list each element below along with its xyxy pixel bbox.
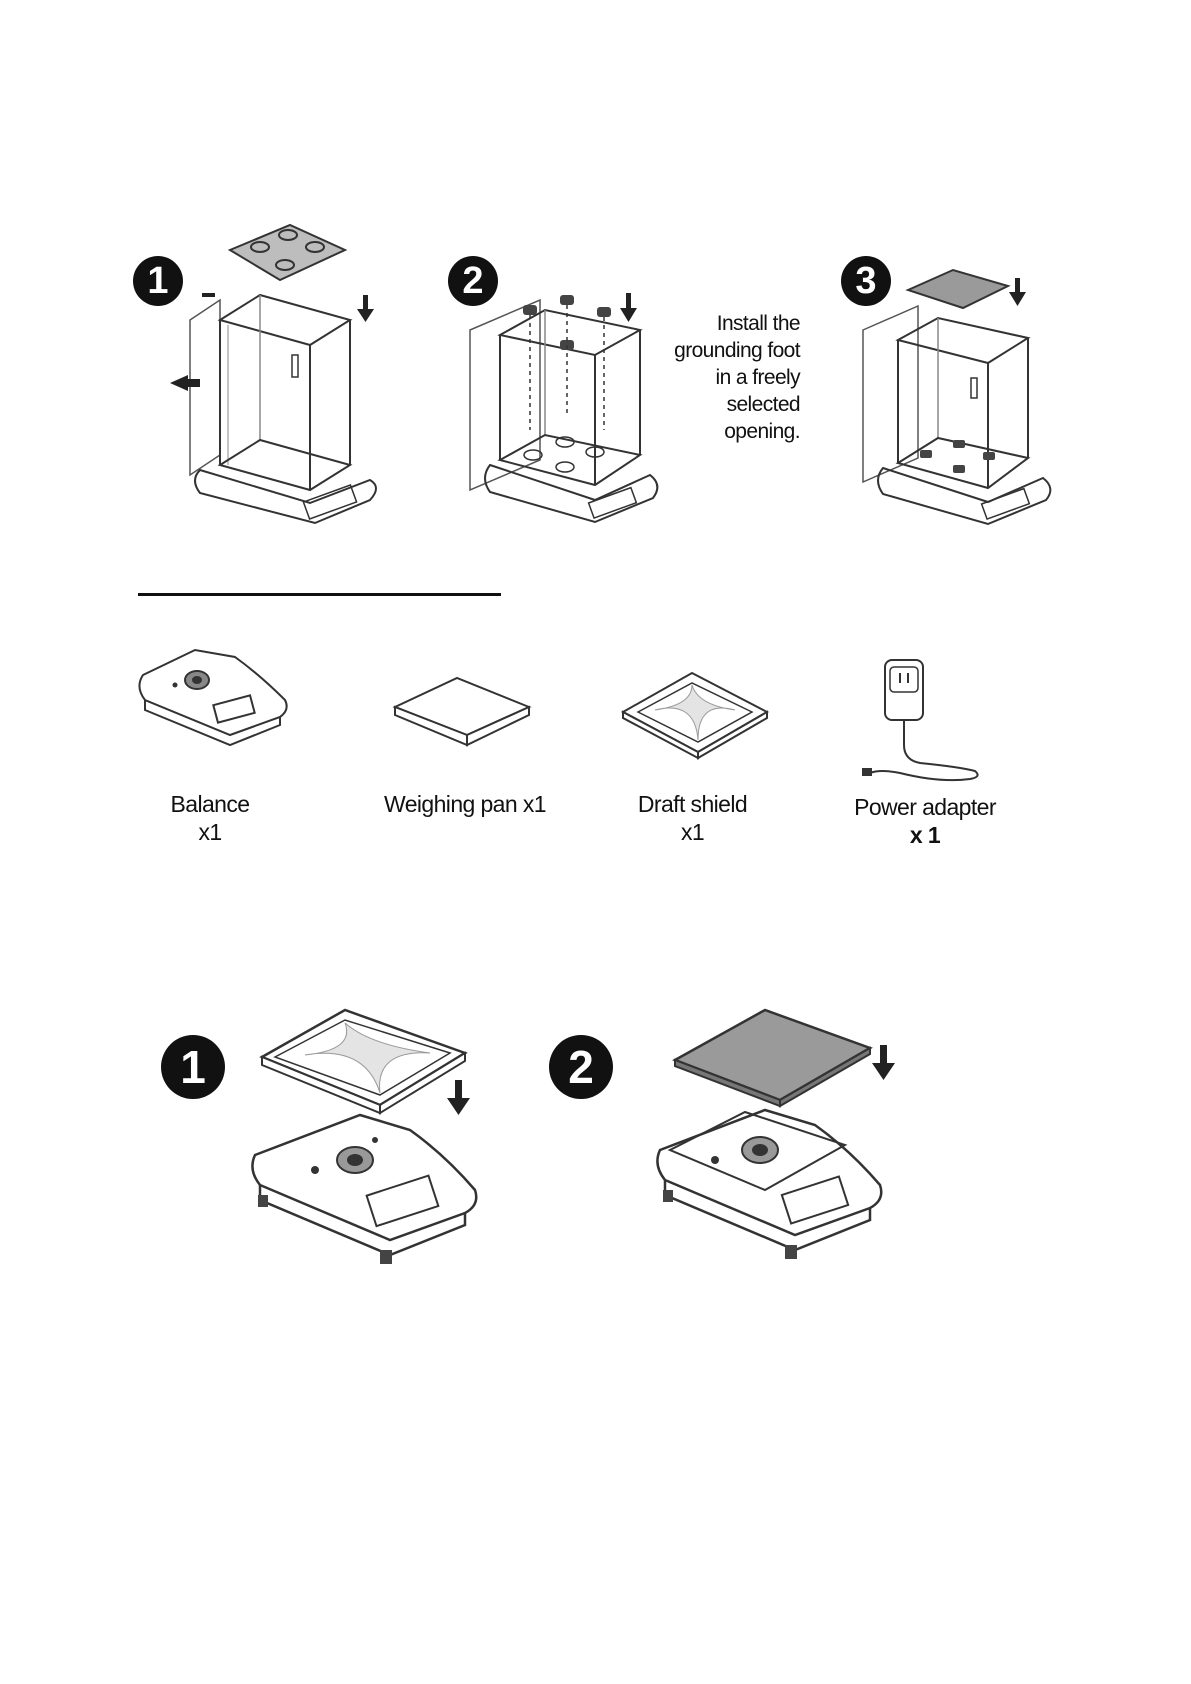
draft-shield-placement-illustration (250, 1005, 500, 1275)
package-item-power-adapter: Power adapter x 1 (840, 793, 1010, 849)
package-item-draft-shield: Draft shield x1 (610, 790, 775, 846)
weighing-pan-placement-illustration (858, 268, 1078, 526)
grounding-foot-note: Install the grounding foot in a freely s… (630, 310, 800, 445)
item-quantity: x1 (140, 818, 280, 846)
package-item-weighing-pan: Weighing pan x1 (360, 790, 570, 818)
item-quantity: x1 (610, 818, 775, 846)
item-name: Draft shield (610, 790, 775, 818)
item-name: Balance (140, 790, 280, 818)
power-adapter-icon (860, 655, 985, 785)
note-line: Install the (630, 310, 800, 337)
weighing-pan-on-shield-illustration (655, 1000, 915, 1275)
note-line: in a freely (630, 364, 800, 391)
note-line: opening. (630, 418, 800, 445)
note-line: grounding foot (630, 337, 800, 364)
item-quantity: x 1 (840, 821, 1010, 849)
item-name: Power adapter (840, 793, 1010, 821)
pan-step-2-badge: 2 (549, 1035, 613, 1099)
note-line: selected (630, 391, 800, 418)
balance-icon (135, 645, 290, 745)
section-heading-underline (138, 593, 501, 596)
draft-shield-lid-removal-illustration (160, 225, 420, 525)
weighing-pan-icon (392, 675, 532, 750)
draft-shield-icon (620, 670, 770, 760)
item-name: Weighing pan x1 (360, 790, 570, 818)
pan-step-1-badge: 1 (161, 1035, 225, 1099)
package-item-balance: Balance x1 (140, 790, 280, 846)
